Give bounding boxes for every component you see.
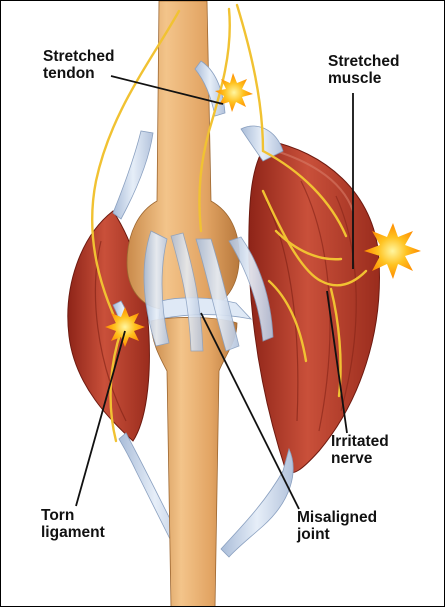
label-stretched-tendon: Stretched tendon — [43, 48, 115, 82]
label-misaligned-joint: Misaligned joint — [297, 509, 377, 543]
label-irritated-nerve: Irritated nerve — [331, 433, 389, 467]
label-torn-ligament: Torn ligament — [41, 507, 105, 541]
label-stretched-muscle: Stretched muscle — [328, 53, 400, 87]
stretched-muscle-shape — [221, 126, 379, 557]
ligament-pain-burst — [105, 307, 145, 347]
muscle-pain-burst — [364, 223, 421, 279]
